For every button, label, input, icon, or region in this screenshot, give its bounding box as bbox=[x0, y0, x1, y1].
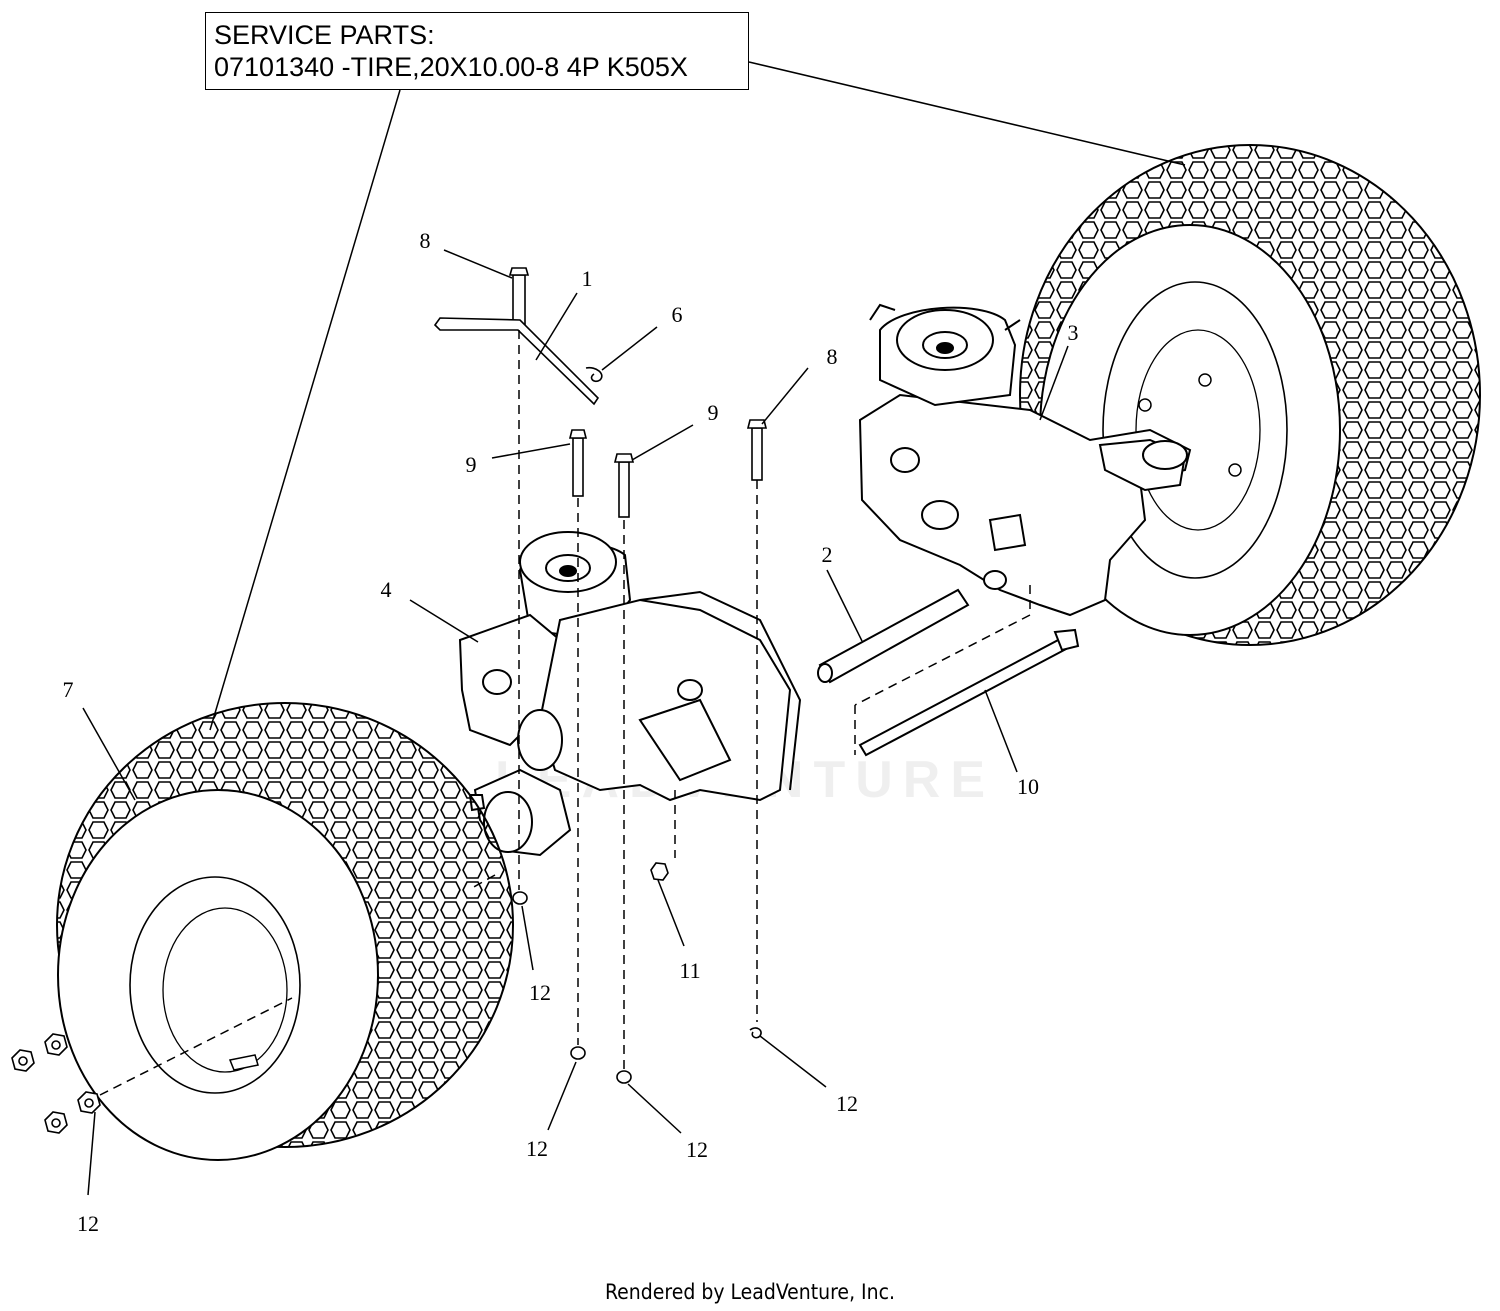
bracket bbox=[433, 317, 600, 406]
right-transaxle bbox=[858, 303, 1192, 617]
nuts bbox=[512, 862, 762, 1084]
callout-12-c: 12 bbox=[686, 1137, 708, 1162]
callout-4: 4 bbox=[381, 577, 392, 602]
service-leader-right bbox=[748, 61, 1186, 166]
tie-rod-bolt bbox=[858, 628, 1080, 757]
callout-8-left: 8 bbox=[420, 228, 431, 253]
service-parts-box: SERVICE PARTS: 07101340 -TIRE,20X10.00-8… bbox=[205, 12, 749, 90]
callout-leaders bbox=[82, 249, 1069, 1196]
callout-labels: 8 1 6 8 9 9 3 2 4 7 10 11 12 12 12 12 12 bbox=[63, 228, 1079, 1236]
callout-9-right: 9 bbox=[708, 400, 719, 425]
axle-tube bbox=[817, 588, 970, 684]
callout-5: 12 bbox=[77, 1211, 99, 1236]
assembly-lines bbox=[99, 330, 1031, 1096]
callout-11: 11 bbox=[679, 958, 700, 983]
callout-12-b: 12 bbox=[526, 1136, 548, 1161]
callout-6: 6 bbox=[672, 302, 683, 327]
callout-9-left: 9 bbox=[466, 452, 477, 477]
callout-12-d: 12 bbox=[836, 1091, 858, 1116]
callout-2: 2 bbox=[822, 542, 833, 567]
callout-1: 1 bbox=[582, 266, 593, 291]
left-tire bbox=[56, 702, 514, 1161]
callout-7: 7 bbox=[63, 677, 74, 702]
callout-8-right: 8 bbox=[827, 344, 838, 369]
mounting-bolts bbox=[508, 267, 768, 518]
callout-3: 3 bbox=[1068, 320, 1079, 345]
service-leader-left bbox=[209, 89, 401, 731]
footer-credit: Rendered by LeadVenture, Inc. bbox=[605, 1280, 895, 1304]
left-transaxle bbox=[458, 531, 802, 857]
callout-12-a: 12 bbox=[529, 980, 551, 1005]
clip bbox=[585, 366, 603, 383]
service-parts-tire-line: 07101340 -TIRE,20X10.00-8 4P K505X bbox=[214, 52, 688, 82]
lug-nuts bbox=[11, 1033, 101, 1134]
callout-10: 10 bbox=[1017, 774, 1039, 799]
service-parts-heading: SERVICE PARTS: bbox=[214, 20, 435, 50]
